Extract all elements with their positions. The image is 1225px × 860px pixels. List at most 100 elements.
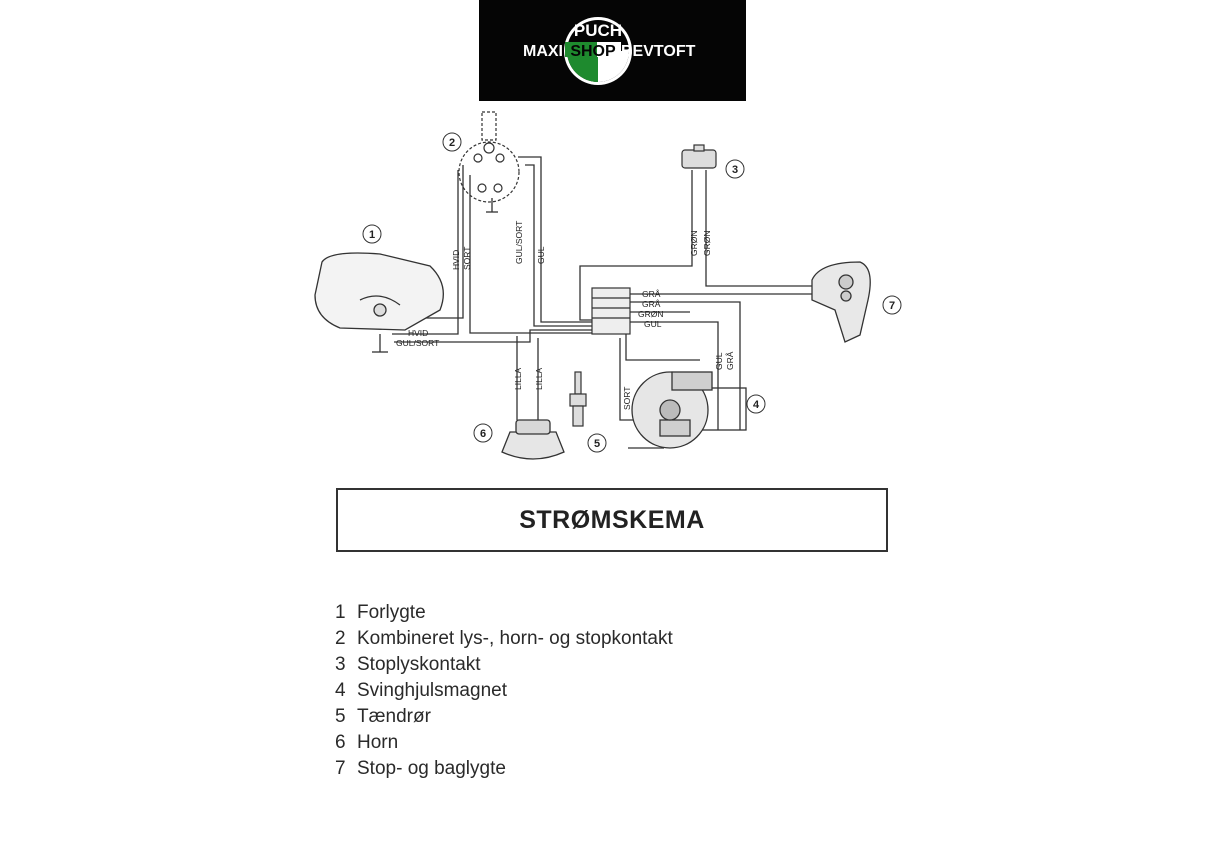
magneto-hub [659, 399, 681, 421]
legend-label: Kombineret lys-, horn- og stopkontakt [357, 628, 673, 649]
wiring-diagram: 1 2 3 4 5 6 7 HVID SORT GUL/SORT GUL GRØ… [314, 111, 902, 460]
logo-shop-highlight-white [597, 42, 621, 57]
legend-number: 2 [335, 628, 346, 649]
legend-number: 5 [335, 706, 346, 727]
wire-label-sort-b: SORT [622, 387, 632, 410]
headlight-bulb [373, 303, 387, 317]
wire-sort-magneto-top [625, 334, 700, 361]
component-markers: 1 2 3 4 5 6 7 [362, 132, 902, 453]
wire-gul-switch-connector [525, 164, 592, 327]
wire-label-hvid: HVID [451, 250, 461, 270]
brake-switch-plunger [693, 144, 705, 152]
magneto-coil-bottom [659, 419, 691, 437]
legend-label: Forlygte [357, 602, 426, 623]
component-number-7: 7 [889, 300, 895, 312]
wire-label-gra-c: GRÅ [725, 351, 735, 370]
logo-shop-highlight-green [565, 42, 597, 57]
component-number-4: 4 [753, 399, 760, 411]
legend-number: 7 [335, 758, 346, 779]
logo-brand-puch: PUCH [574, 21, 622, 40]
brake-light-switch [681, 144, 717, 169]
headlight [314, 252, 444, 331]
legend-number: 4 [335, 680, 346, 701]
headlight-housing [314, 252, 444, 331]
wire-label-gron-a: GRØN [689, 231, 699, 257]
tail-light-lens-small [840, 290, 852, 302]
wire-switch-connector-a [469, 175, 592, 334]
wire-label-gul-b: GUL [644, 319, 662, 329]
connector-housing [591, 287, 631, 335]
connector-block [591, 287, 631, 335]
logo-text-maxi: MAXI [523, 43, 563, 60]
component-number-5: 5 [594, 438, 600, 450]
spark-plug-terminal [574, 371, 582, 395]
tail-light-housing [811, 261, 871, 343]
wire-gron-brakeswitch [579, 170, 693, 321]
legend-label: Tændrør [357, 706, 431, 727]
brake-switch-body [681, 149, 717, 169]
marker-circle-1 [362, 224, 382, 244]
diagram-title-box: STRØMSKEMA [336, 488, 888, 552]
marker-circle-3 [725, 159, 745, 179]
wire-gul-magneto [630, 321, 719, 430]
horn-body [501, 431, 565, 460]
logo-white-quadrant [598, 51, 629, 82]
switch-terminal [473, 153, 483, 163]
component-number-1: 1 [369, 229, 375, 241]
wire-gron-brakeswitch-taillight [705, 170, 812, 287]
legend-number: 3 [335, 654, 346, 675]
switch-terminal [495, 153, 505, 163]
switch-body [458, 141, 520, 203]
component-number-6: 6 [480, 428, 486, 440]
spark-plug-body [569, 393, 587, 407]
logo-text-bevtoft: BEVTOFT [621, 43, 696, 60]
headlight-detail [359, 295, 401, 306]
combination-switch [458, 111, 520, 203]
legend-label: Horn [357, 732, 399, 753]
legend-item: 5 Tændrør [335, 704, 673, 730]
legend-item: 1 Forlygte [335, 600, 673, 626]
spark-plug [569, 371, 587, 427]
switch-terminal [477, 183, 487, 193]
wire-sort-switch-headlight [392, 170, 459, 335]
legend-item: 3 Stoplyskontakt [335, 652, 673, 678]
legend-item: 2 Kombineret lys-, horn- og stopkontakt [335, 626, 673, 652]
wire-gra-magneto [630, 301, 741, 430]
wire-label-gron-b: GRØN [702, 231, 712, 257]
legend-item: 7 Stop- og baglygte [335, 756, 673, 782]
spark-plug-thread [572, 405, 584, 427]
legend-number: 1 [335, 602, 346, 623]
wire-label-gul-sort: GUL/SORT [514, 221, 524, 264]
switch-terminal [483, 142, 495, 154]
logo-text-shop: SHOP [570, 43, 616, 60]
horn [501, 419, 565, 460]
switch-lever [481, 111, 497, 141]
wire-gulsort-switch-connector [518, 156, 592, 323]
marker-circle-7 [882, 295, 902, 315]
diagram-title: STRØMSKEMA [519, 505, 705, 534]
wire-label-gul-c: GUL [714, 352, 724, 370]
wire-label-gul-sort-b: GUL/SORT [396, 338, 439, 348]
puch-logo-graphic: PUCH MAXI SHOP BEVTOFT [523, 17, 696, 85]
wire-label-gron-c: GRØN [638, 309, 664, 319]
component-number-2: 2 [449, 137, 455, 149]
switch-terminal [493, 183, 503, 193]
legend-item: 4 Svinghjulsmagnet [335, 678, 673, 704]
component-legend: 1 Forlygte 2 Kombineret lys-, horn- og sto… [335, 600, 673, 782]
wire-label-gra-b: GRÅ [642, 299, 661, 309]
maxishop-bevtoft-logo: PUCH MAXI SHOP BEVTOFT [479, 0, 746, 101]
legend-label: Svinghjulsmagnet [357, 680, 507, 701]
marker-circle-5 [587, 433, 607, 453]
marker-circle-4 [746, 394, 766, 414]
magneto-coil-top [671, 371, 713, 391]
marker-circle-6 [473, 423, 493, 443]
horn-cap [515, 419, 551, 435]
wire-label-gul: GUL [536, 246, 546, 264]
legend-label: Stop- og baglygte [357, 758, 506, 779]
wire-gulsort-headlight-connector [394, 329, 592, 343]
logo-green-quadrant [567, 51, 598, 82]
wire-label-hvid-b: HVID [408, 328, 428, 338]
tail-light-lens [838, 274, 854, 290]
legend-label: Stoplyskontakt [357, 654, 481, 675]
